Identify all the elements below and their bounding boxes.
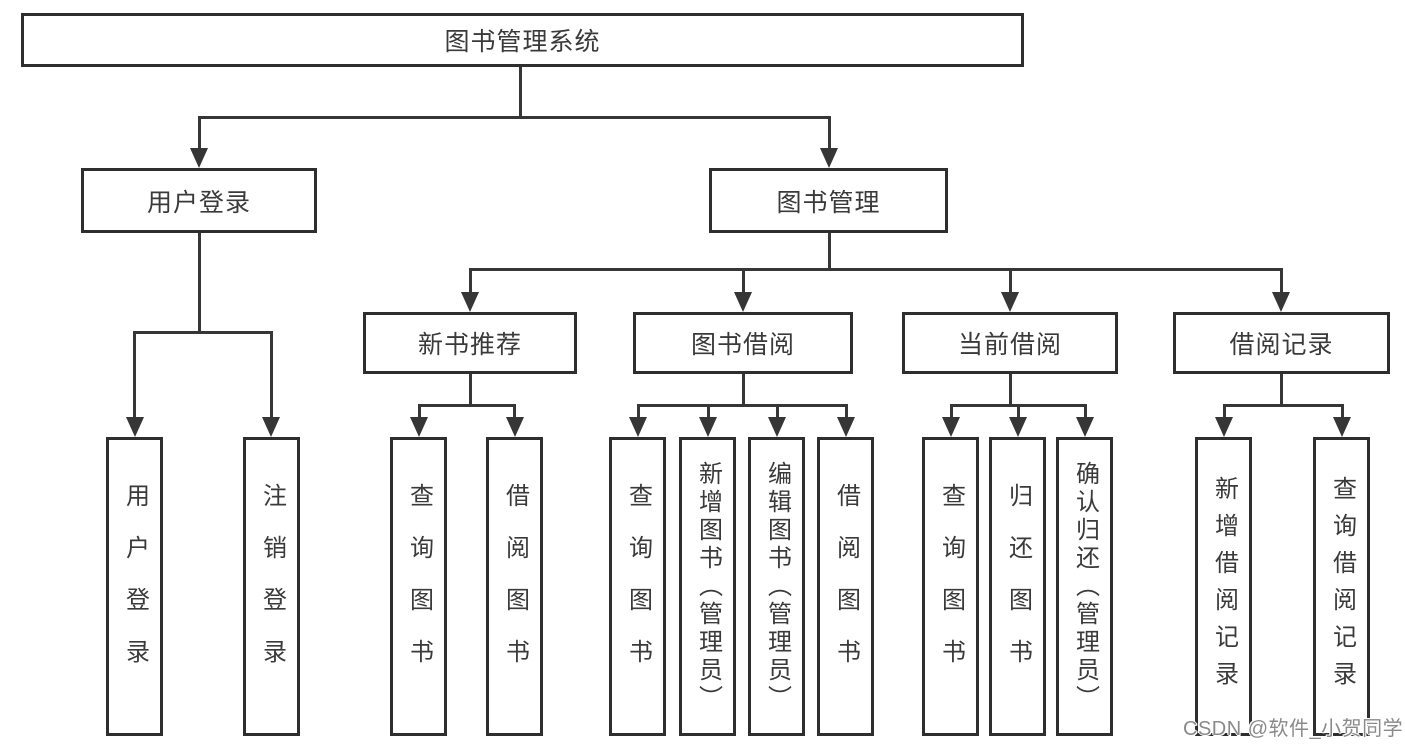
arrowhead-leaf-user-login xyxy=(126,417,144,437)
leaf-return-books: 归还图书 xyxy=(989,437,1046,736)
connector-leaf-logout-stub xyxy=(270,331,273,417)
connector-borrow-records-stub xyxy=(1280,268,1283,294)
connector-book-borrow-bar xyxy=(637,404,848,407)
connector-level3-bar xyxy=(469,268,1282,271)
connector-stub xyxy=(707,404,710,419)
csdn-watermark: CSDN @软件_小贺同学 xyxy=(1183,718,1404,740)
connector-stub xyxy=(1223,404,1226,419)
connector-book-borrow-stub xyxy=(742,268,745,294)
node-book-management: 图书管理 xyxy=(709,168,948,233)
connector-stub xyxy=(776,404,779,419)
leaf-borrow-books: 借阅图书 xyxy=(817,437,874,736)
leaf-query-books-current: 查询图书 xyxy=(922,437,979,736)
connector-stub xyxy=(950,404,953,419)
connector-current-borrow-drop xyxy=(1009,374,1012,407)
leaf-query-borrow-record: 查询借阅记录 xyxy=(1313,437,1370,736)
connector-new-book-drop xyxy=(469,374,472,407)
connector-book-borrow-drop xyxy=(742,374,745,407)
connector-current-borrow-stub xyxy=(1009,268,1012,294)
connector-book-management-drop xyxy=(828,233,831,271)
arrowhead-book-management xyxy=(820,148,838,168)
connector-borrow-records-drop xyxy=(1280,374,1283,407)
connector-leaf-user-login-stub xyxy=(133,331,136,417)
arrowhead-new-book-recommend xyxy=(461,292,479,312)
connector-level2-bar xyxy=(198,116,831,119)
connector-new-book-bar xyxy=(418,404,516,407)
arrowhead-return-books xyxy=(1009,417,1027,437)
arrowhead-confirm-return xyxy=(1076,417,1094,437)
arrowhead-current-borrow xyxy=(1001,292,1019,312)
leaf-logout: 注销登录 xyxy=(243,437,300,736)
node-book-borrow: 图书借阅 xyxy=(633,312,853,374)
connector-stub xyxy=(845,404,848,419)
connector-stub xyxy=(1084,404,1087,419)
connector-stub xyxy=(637,404,640,419)
connector-user-login-stub xyxy=(198,116,201,152)
leaf-query-books-recommend: 查询图书 xyxy=(390,437,447,736)
connector-stub xyxy=(1341,404,1344,419)
connector-stub xyxy=(418,404,421,419)
arrowhead-borrow-books-1 xyxy=(506,417,524,437)
arrowhead-user-login xyxy=(190,148,208,168)
leaf-user-login: 用户登录 xyxy=(106,437,163,736)
node-current-borrow: 当前借阅 xyxy=(902,312,1118,374)
connector-user-login-bar xyxy=(133,331,273,334)
connector-stub xyxy=(1017,404,1020,419)
arrowhead-query-books-1 xyxy=(410,417,428,437)
node-borrow-records: 借阅记录 xyxy=(1173,312,1390,374)
arrowhead-edit-books xyxy=(768,417,786,437)
node-new-book-recommend: 新书推荐 xyxy=(363,312,577,374)
leaf-confirm-return-admin: 确认归还（管理员） xyxy=(1056,437,1113,736)
connector-new-book-stub xyxy=(469,268,472,294)
leaf-add-books-admin: 新增图书（管理员） xyxy=(679,437,736,736)
arrowhead-add-books xyxy=(699,417,717,437)
arrowhead-leaf-logout xyxy=(262,417,280,437)
connector-borrow-records-bar xyxy=(1223,404,1344,407)
leaf-borrow-books-recommend: 借阅图书 xyxy=(486,437,543,736)
arrowhead-borrow-books-2 xyxy=(837,417,855,437)
arrowhead-query-books-2 xyxy=(629,417,647,437)
root-node-library-management-system: 图书管理系统 xyxy=(21,13,1024,67)
leaf-query-books-borrow: 查询图书 xyxy=(609,437,666,736)
arrowhead-book-borrow xyxy=(734,292,752,312)
connector-user-login-drop xyxy=(198,233,201,333)
connector-root-drop xyxy=(519,67,522,117)
leaf-edit-books-admin: 编辑图书（管理员） xyxy=(748,437,805,736)
arrowhead-query-books-3 xyxy=(942,417,960,437)
connector-book-management-stub xyxy=(828,116,831,152)
arrowhead-borrow-records xyxy=(1272,292,1290,312)
arrowhead-query-borrow-record xyxy=(1333,417,1351,437)
node-user-login: 用户登录 xyxy=(81,168,317,233)
connector-stub xyxy=(513,404,516,419)
leaf-add-borrow-record: 新增借阅记录 xyxy=(1195,437,1252,736)
arrowhead-add-borrow-record xyxy=(1215,417,1233,437)
